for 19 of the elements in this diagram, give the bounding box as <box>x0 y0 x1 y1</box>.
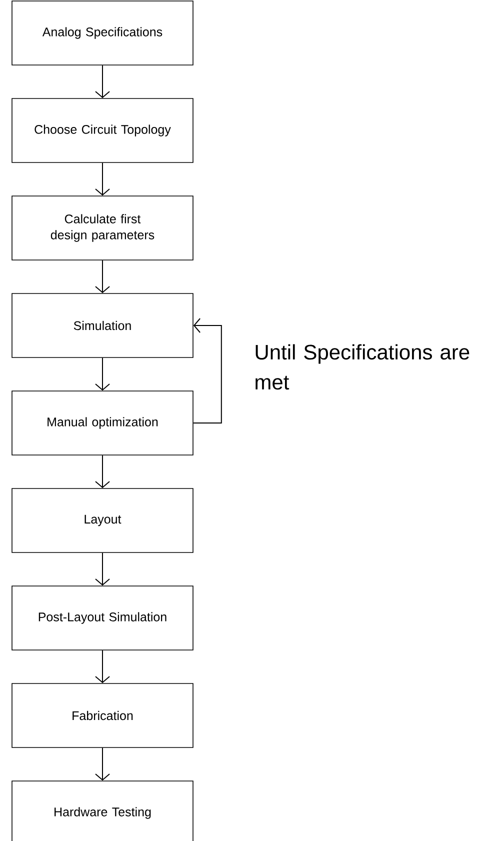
process-box: Manual optimization <box>12 390 194 456</box>
process-box: Analog Specifications <box>12 0 194 66</box>
process-box: Layout <box>12 488 194 553</box>
process-box: Simulation <box>12 293 194 358</box>
process-box: Post-Layout Simulation <box>12 586 194 650</box>
arrow <box>192 318 222 424</box>
process-box: Choose Circuit Topology <box>12 98 194 163</box>
arrow <box>95 357 110 391</box>
arrow <box>95 454 110 488</box>
arrow <box>95 162 110 196</box>
arrow <box>95 260 110 294</box>
loop-note: Until Specifications are met <box>256 344 470 390</box>
arrow <box>95 747 110 781</box>
arrow <box>95 64 110 98</box>
process-box: Fabrication <box>12 683 194 748</box>
arrow <box>95 650 110 684</box>
process-box: Hardware Testing <box>12 780 194 841</box>
arrow <box>95 552 110 586</box>
process-box: Calculate first design parameters <box>12 196 194 260</box>
